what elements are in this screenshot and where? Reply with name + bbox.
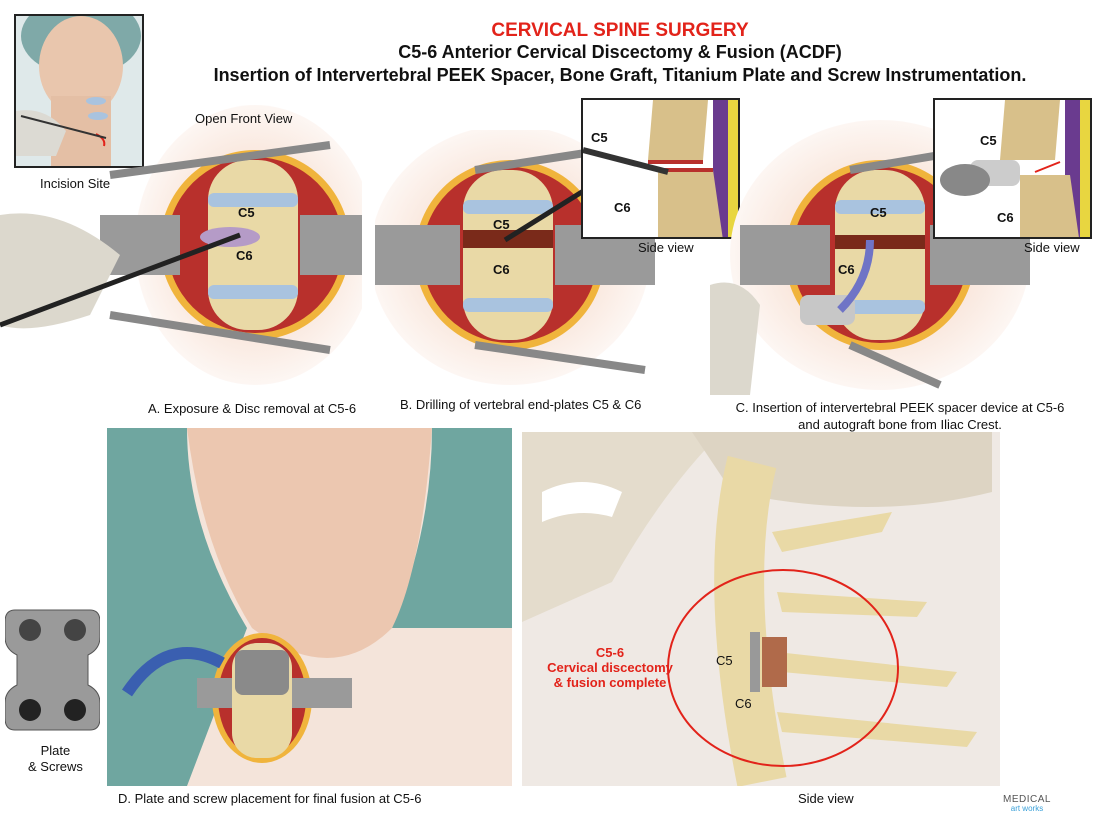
neck-illustration: [16, 16, 142, 166]
panel-c-side-view-label: Side view: [1024, 240, 1080, 255]
panel-b-side-view-inset: [581, 98, 740, 239]
incision-site-label: Incision Site: [40, 176, 111, 191]
panel-b-inset-c6-label: C6: [614, 200, 631, 215]
plate-and-screws-image: [5, 605, 100, 735]
panel-c-c5-label: C5: [870, 205, 887, 220]
panel-c-caption: C. Insertion of intervertebral PEEK spac…: [725, 399, 1075, 433]
main-title: CERVICAL SPINE SURGERY: [491, 20, 749, 41]
logo-line1: MEDICAL: [1003, 794, 1051, 805]
plate-label-line2: & Screws: [28, 759, 83, 774]
open-front-view-label: Open Front View: [195, 111, 293, 126]
note-line3: & fusion complete: [553, 675, 667, 690]
panel-a-c5-label: C5: [238, 205, 255, 220]
description: Insertion of Intervertebral PEEK Spacer,…: [213, 65, 1027, 85]
panel-c-caption-line1: C. Insertion of intervertebral PEEK spac…: [735, 400, 1065, 415]
note-line1: C5-6: [595, 645, 625, 660]
fusion-complete-note: C5-6 Cervical discectomy & fusion comple…: [540, 645, 680, 690]
side-c5-label: C5: [716, 653, 733, 668]
medical-art-works-logo: MEDICAL art works: [1003, 794, 1051, 814]
panel-b-c6-label: C6: [493, 262, 510, 277]
subtitle: C5-6 Anterior Cervical Discectomy & Fusi…: [398, 42, 842, 62]
panel-d-caption: D. Plate and screw placement for final f…: [118, 791, 422, 806]
panel-c-side-view-inset: [933, 98, 1092, 239]
panel-b-side-view-label: Side view: [638, 240, 694, 255]
panel-c-inset-c5-label: C5: [980, 133, 997, 148]
panel-a-c6-label: C6: [236, 248, 253, 263]
plate-label: Plate & Screws: [28, 743, 83, 775]
panel-c-c6-label: C6: [838, 262, 855, 277]
panel-b-caption: B. Drilling of vertebral end-plates C5 &…: [400, 397, 642, 412]
side-view-spacer-illustration: [940, 100, 1090, 237]
incision-site-image: [14, 14, 144, 168]
panel-c-inset-c6-label: C6: [997, 210, 1014, 225]
side-view-caption: Side view: [798, 791, 854, 806]
titanium-plate-icon: [5, 609, 100, 731]
panel-b-c5-label: C5: [493, 217, 510, 232]
panel-a-caption: A. Exposure & Disc removal at C5-6: [148, 401, 357, 416]
panel-b-inset-c5-label: C5: [591, 130, 608, 145]
note-line2: Cervical discectomy: [547, 660, 673, 675]
panel-d-illustration: [107, 428, 512, 786]
logo-line2: art works: [1010, 804, 1044, 813]
side-view-illustration: [522, 432, 1000, 786]
side-view-bone-illustration: [583, 100, 738, 237]
panel-c-caption-line2: and autograft bone from Iliac Crest.: [798, 417, 1002, 432]
side-c6-label: C6: [735, 696, 752, 711]
panel-a-illustration: [0, 105, 362, 385]
plate-label-line1: Plate: [40, 743, 71, 758]
